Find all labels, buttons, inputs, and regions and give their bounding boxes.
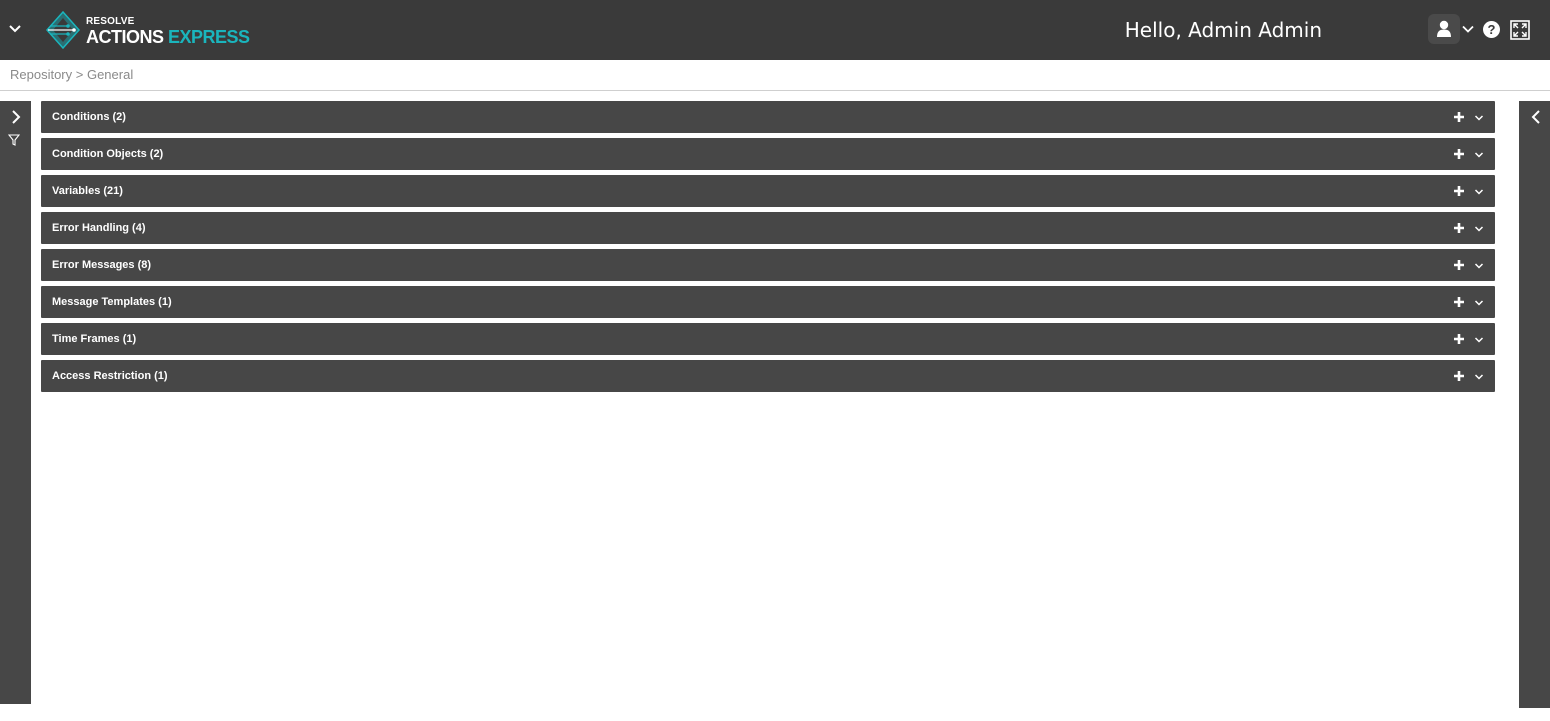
user-greeting: Hello, Admin Admin (1124, 18, 1322, 42)
section-header[interactable]: Error Messages (8) (41, 249, 1495, 281)
section-title: Variables (21) (52, 185, 123, 197)
chevron-down-icon (1474, 189, 1484, 195)
add-item-button[interactable] (1453, 110, 1465, 122)
chevron-down-icon (1474, 374, 1484, 380)
section-title: Message Templates (1) (52, 296, 172, 308)
chevron-down-icon (1474, 263, 1484, 269)
logo-line-2: ACTIONS EXPRESS (86, 27, 250, 47)
section-header[interactable]: Message Templates (1) (41, 286, 1495, 318)
add-item-button[interactable] (1453, 258, 1465, 270)
plus-icon (1454, 112, 1464, 122)
expand-section-button[interactable] (1473, 185, 1485, 197)
expand-section-button[interactable] (1473, 370, 1485, 382)
logo-line-1: RESOLVE (86, 16, 135, 27)
user-menu-caret[interactable] (1461, 22, 1475, 36)
section-title: Error Handling (4) (52, 222, 146, 234)
app-logo[interactable]: RESOLVE ACTIONS EXPRESS (46, 11, 250, 49)
add-item-button[interactable] (1453, 369, 1465, 381)
expand-section-button[interactable] (1473, 259, 1485, 271)
add-item-button[interactable] (1453, 332, 1465, 344)
user-icon (1437, 20, 1451, 37)
left-side-panel (0, 101, 31, 704)
plus-icon (1454, 149, 1464, 159)
logo-word-express: EXPRESS (168, 27, 250, 47)
top-bar: RESOLVE ACTIONS EXPRESS Hello, Admin Adm… (0, 0, 1550, 60)
chevron-down-icon (1474, 337, 1484, 343)
menu-toggle-button[interactable] (4, 18, 26, 40)
expand-section-button[interactable] (1473, 222, 1485, 234)
section-header[interactable]: Error Handling (4) (41, 212, 1495, 244)
fullscreen-button[interactable] (1510, 20, 1530, 40)
logo-word-actions: ACTIONS (86, 27, 164, 47)
expand-icon (1510, 20, 1530, 40)
plus-icon (1454, 371, 1464, 381)
chevron-down-icon (1474, 152, 1484, 158)
section-header[interactable]: Access Restriction (1) (41, 360, 1495, 392)
filter-icon (8, 134, 20, 146)
logo-mark-icon (46, 11, 80, 49)
right-side-panel (1519, 101, 1550, 708)
filter-button[interactable] (7, 133, 21, 147)
chevron-down-icon (9, 25, 21, 33)
expand-section-button[interactable] (1473, 296, 1485, 308)
chevron-right-icon (12, 110, 21, 124)
breadcrumb-divider (0, 90, 1550, 91)
section-header[interactable]: Variables (21) (41, 175, 1495, 207)
add-item-button[interactable] (1453, 221, 1465, 233)
logo-text: RESOLVE ACTIONS EXPRESS (86, 12, 250, 48)
add-item-button[interactable] (1453, 147, 1465, 159)
expand-right-panel-button[interactable] (1529, 109, 1543, 125)
expand-left-panel-button[interactable] (8, 109, 24, 125)
section-header[interactable]: Condition Objects (2) (41, 138, 1495, 170)
repository-sections: Conditions (2) Condition Objects (2) Varia… (41, 101, 1495, 397)
chevron-left-icon (1531, 110, 1540, 124)
plus-icon (1454, 334, 1464, 344)
section-title: Conditions (2) (52, 111, 126, 123)
plus-icon (1454, 260, 1464, 270)
chevron-down-icon (1474, 300, 1484, 306)
expand-section-button[interactable] (1473, 333, 1485, 345)
section-title: Access Restriction (1) (52, 370, 168, 382)
add-item-button[interactable] (1453, 184, 1465, 196)
section-header[interactable]: Time Frames (1) (41, 323, 1495, 355)
breadcrumb[interactable]: Repository > General (10, 67, 134, 82)
user-menu-button[interactable] (1428, 14, 1460, 44)
plus-icon (1454, 297, 1464, 307)
add-item-button[interactable] (1453, 295, 1465, 307)
help-icon[interactable]: ? (1483, 21, 1500, 38)
section-title: Error Messages (8) (52, 259, 152, 271)
section-header[interactable]: Conditions (2) (41, 101, 1495, 133)
section-title: Time Frames (1) (52, 333, 137, 345)
expand-section-button[interactable] (1473, 148, 1485, 160)
chevron-down-icon (1474, 115, 1484, 121)
chevron-down-icon (1462, 25, 1474, 33)
section-title: Condition Objects (2) (52, 148, 164, 160)
plus-icon (1454, 223, 1464, 233)
plus-icon (1454, 186, 1464, 196)
expand-section-button[interactable] (1473, 111, 1485, 123)
chevron-down-icon (1474, 226, 1484, 232)
